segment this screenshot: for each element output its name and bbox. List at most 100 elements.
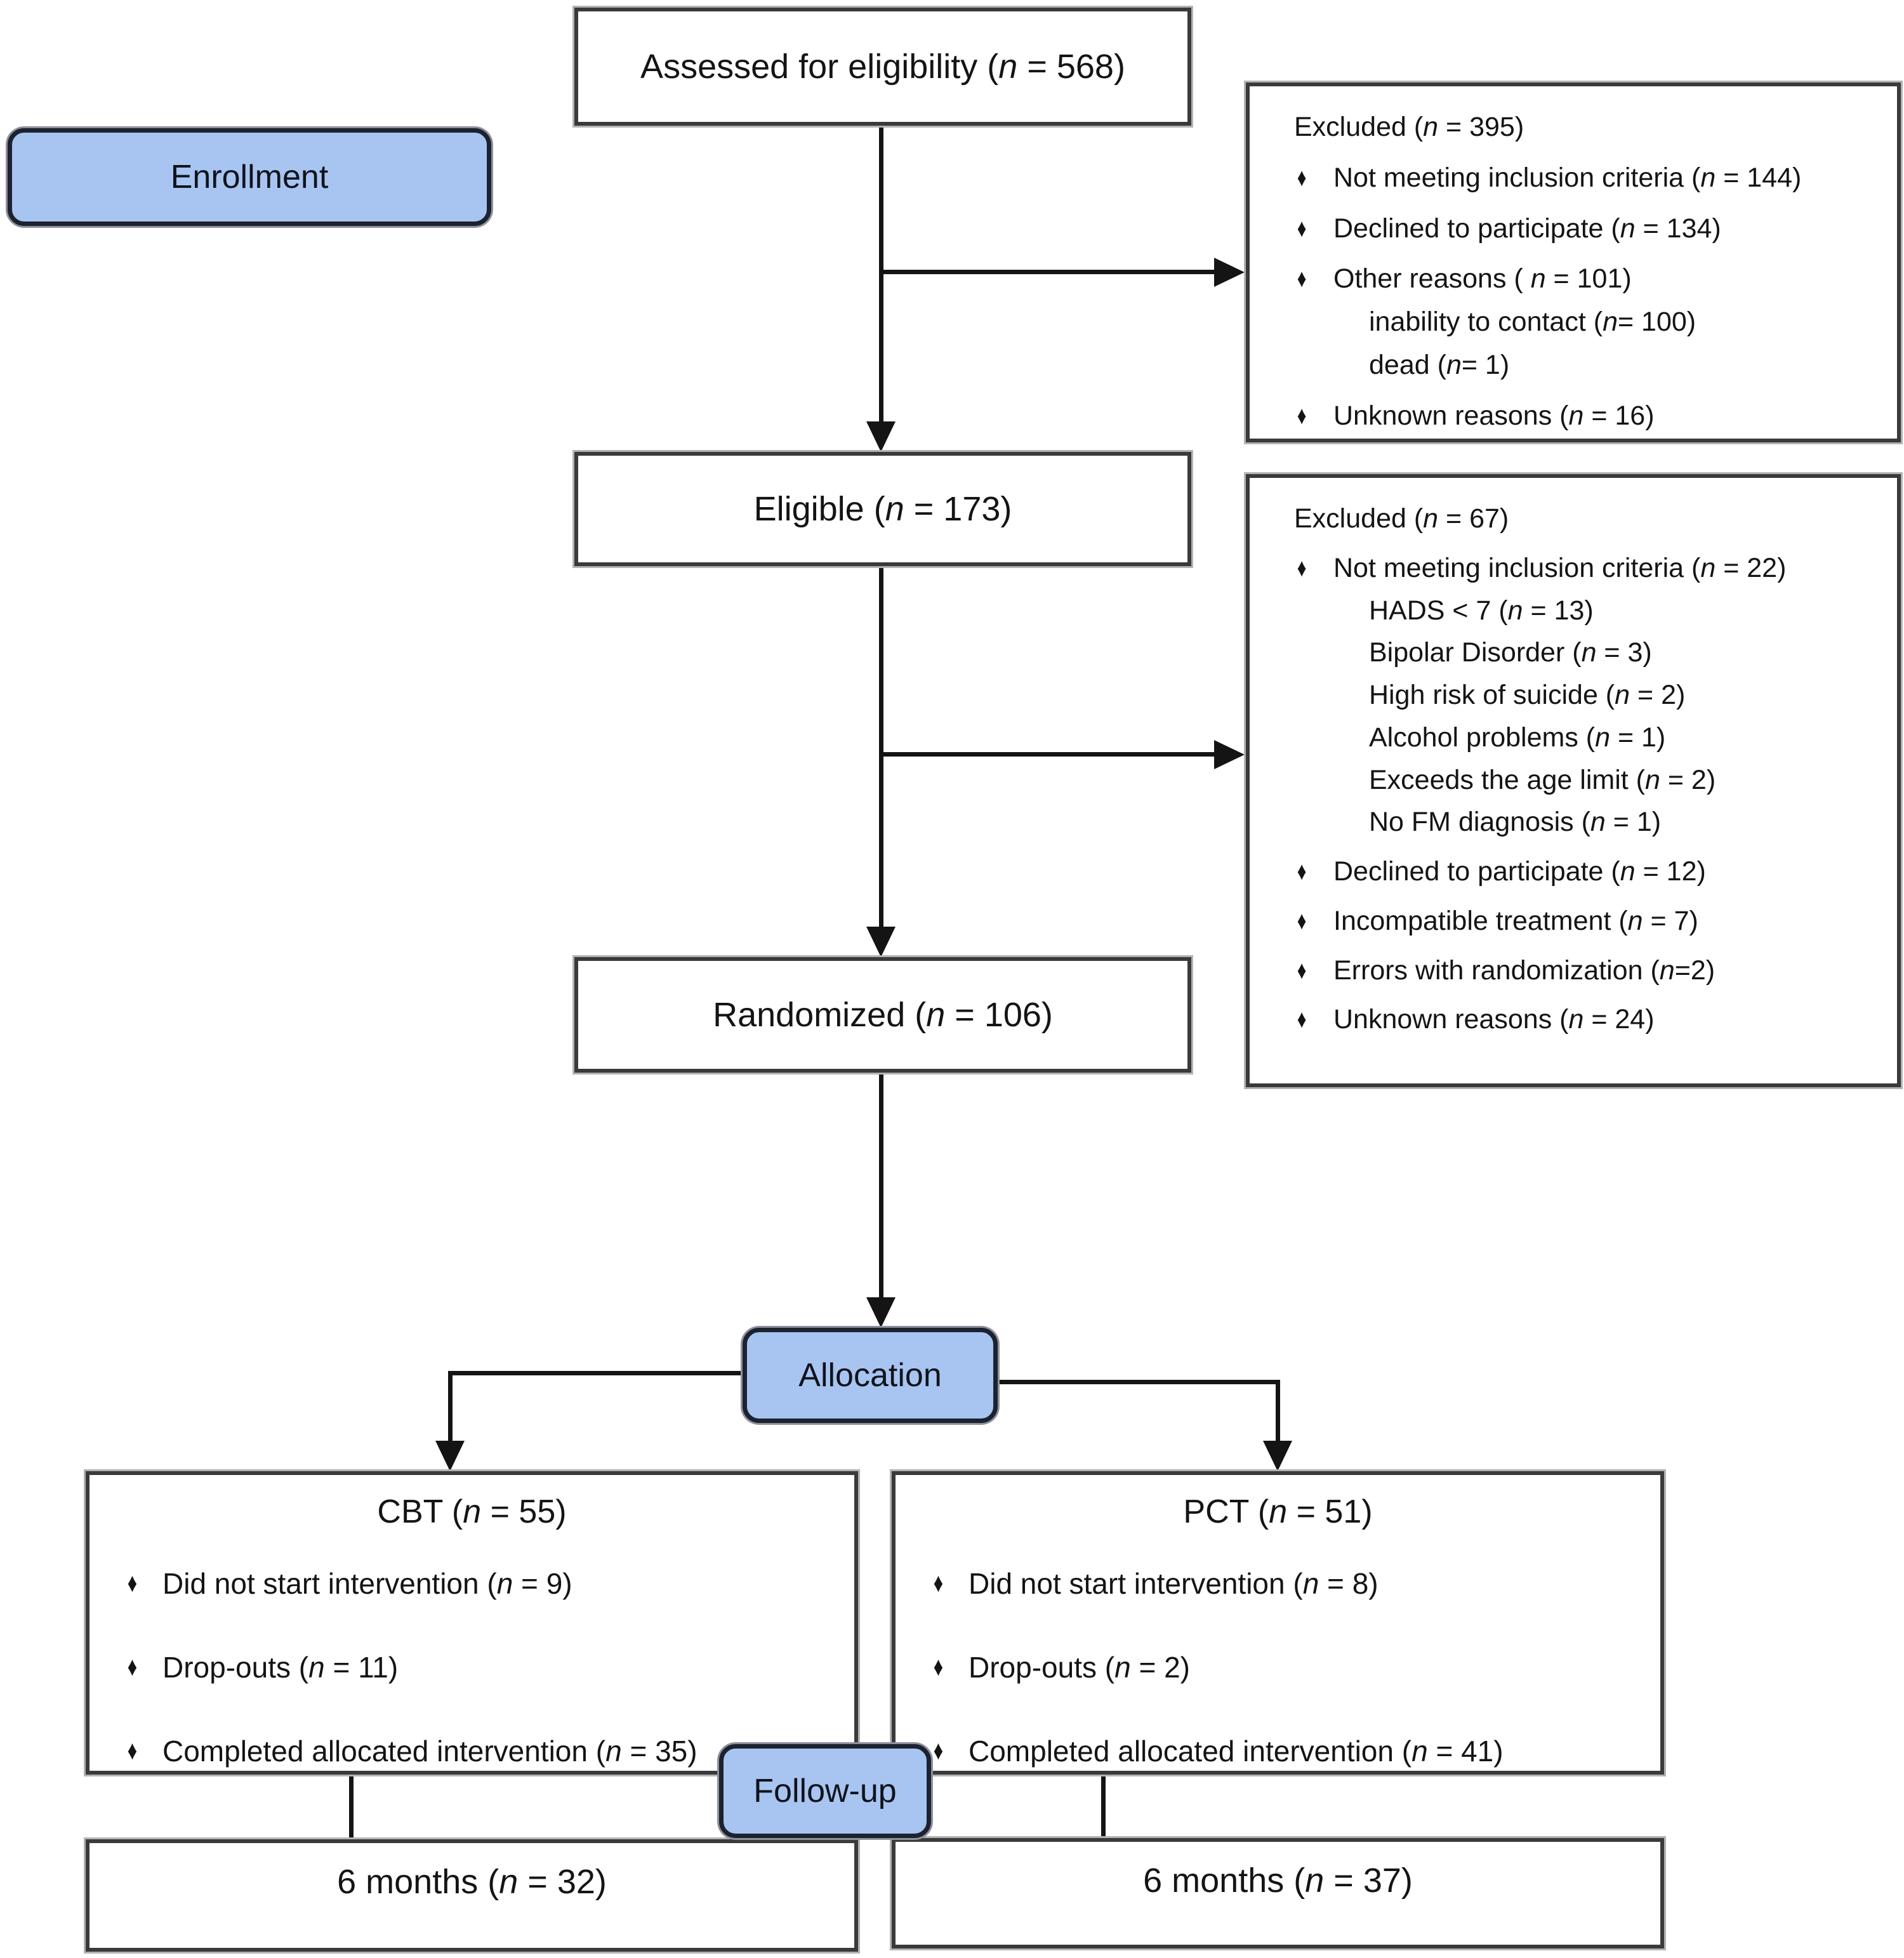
excluded-enrollment-box: Excluded (n = 395) ♦ Not meeting inclusi…	[1246, 83, 1901, 442]
flow-line-to-excluded-enrollment	[882, 270, 1215, 274]
arm-item: ♦ Completed allocated intervention (n = …	[896, 1734, 1660, 1768]
excluded-item-text: dead (n= 1)	[1369, 349, 1510, 380]
excluded-item-text: Unknown reasons (n = 16)	[1333, 400, 1655, 431]
eligible-box: Eligible (n = 173)	[574, 452, 1191, 566]
excluded-item-text: HADS < 7 (n = 13)	[1369, 595, 1594, 626]
excluded-subitem: inability to contact (n= 100)	[1369, 305, 1878, 340]
allocation-branch-left-horizontal	[448, 1371, 746, 1375]
excluded-item-text: Exceeds the age limit (n = 2)	[1369, 764, 1716, 795]
excluded-item: ♦ Not meeting inclusion criteria (n = 14…	[1294, 161, 1878, 195]
diamond-bullet-icon: ♦	[1297, 553, 1307, 582]
excluded-title: Excluded (n = 67)	[1294, 503, 1509, 534]
diamond-bullet-icon: ♦	[1297, 956, 1307, 984]
arm-item-text: Completed allocated intervention (n = 35…	[162, 1735, 697, 1768]
excluded-item: ♦ Incompatible treatment (n = 7)	[1294, 904, 1878, 939]
excluded-item-text: Declined to participate (n = 134)	[1333, 213, 1721, 244]
randomized-box: Randomized (n = 106)	[574, 957, 1191, 1073]
right-arrowhead-icon	[1214, 258, 1245, 287]
allocation-branch-right-horizontal	[994, 1380, 1279, 1384]
flow-line-assessed-to-eligible	[879, 124, 883, 423]
excluded-enrollment-content: Excluded (n = 395) ♦ Not meeting inclusi…	[1250, 86, 1897, 446]
down-arrowhead-icon	[866, 1297, 896, 1328]
down-arrowhead-icon	[1263, 1441, 1292, 1471]
excluded-item-text: No FM diagnosis (n = 1)	[1369, 807, 1662, 838]
down-arrowhead-icon	[866, 927, 896, 957]
flow-line-to-excluded-eligibility	[882, 752, 1215, 757]
flow-line-randomized-to-allocation	[879, 1071, 883, 1299]
phase-enrollment-label: Enrollment	[170, 159, 329, 195]
arm-item-text: Did not start intervention (n = 9)	[162, 1567, 572, 1600]
diamond-bullet-icon: ♦	[1297, 163, 1307, 192]
diamond-bullet-icon: ♦	[933, 1651, 944, 1681]
excluded-subitem: Exceeds the age limit (n = 2)	[1369, 764, 1878, 798]
arm-item-text: Drop-outs (n = 2)	[969, 1651, 1190, 1684]
arm-pct-box: PCT (n = 51) ♦ Did not start interventio…	[892, 1471, 1664, 1775]
assessed-box: Assessed for eligibility (n = 568)	[574, 8, 1191, 126]
diamond-bullet-icon: ♦	[1297, 906, 1307, 935]
arm-item: ♦ Completed allocated intervention (n = …	[89, 1734, 854, 1768]
phase-allocation-label: Allocation	[798, 1357, 942, 1394]
eligible-label: Eligible (n = 173)	[753, 490, 1012, 528]
excluded-item-text: Bipolar Disorder (n = 3)	[1369, 637, 1652, 668]
excluded-subitem: dead (n= 1)	[1369, 348, 1878, 383]
excluded-title: Excluded (n = 395)	[1294, 112, 1524, 142]
diamond-bullet-icon: ♦	[1297, 401, 1307, 430]
excluded-item-text: inability to contact (n= 100)	[1369, 307, 1696, 337]
excluded-item: ♦ Declined to participate (n = 134)	[1294, 212, 1878, 246]
diamond-bullet-icon: ♦	[933, 1568, 944, 1597]
excluded-item-text: Other reasons ( n = 101)	[1333, 263, 1632, 294]
followup-left-box: 6 months (n = 32)	[86, 1839, 858, 1952]
excluded-item-text: Declined to participate (n = 12)	[1333, 856, 1706, 887]
allocation-branch-right-vertical	[1276, 1380, 1280, 1442]
diamond-bullet-icon: ♦	[1297, 265, 1307, 293]
arm-item: ♦ Did not start intervention (n = 9)	[89, 1566, 854, 1601]
diamond-bullet-icon: ♦	[127, 1568, 138, 1597]
excluded-subitem: Alcohol problems (n = 1)	[1369, 721, 1878, 755]
diamond-bullet-icon: ♦	[1297, 214, 1307, 242]
excluded-subitem: High risk of suicide (n = 2)	[1369, 678, 1878, 713]
excluded-subitem: Bipolar Disorder (n = 3)	[1369, 636, 1878, 670]
arm-item: ♦ Drop-outs (n = 2)	[896, 1650, 1660, 1684]
arm-item-text: Completed allocated intervention (n = 41…	[969, 1735, 1504, 1768]
excluded-item: ♦ Declined to participate (n = 12)	[1294, 855, 1878, 889]
diamond-bullet-icon: ♦	[1297, 857, 1307, 885]
arm-item: ♦ Did not start intervention (n = 8)	[896, 1566, 1660, 1601]
phase-allocation-box: Allocation	[743, 1328, 998, 1423]
arm-cbt-box: CBT (n = 55) ♦ Did not start interventio…	[86, 1471, 858, 1775]
arm-cbt-title: CBT (n = 55)	[377, 1493, 567, 1530]
followup-left-label: 6 months (n = 32)	[337, 1863, 607, 1901]
followup-right-label: 6 months (n = 37)	[1143, 1862, 1413, 1900]
assessed-label: Assessed for eligibility (n = 568)	[640, 48, 1125, 86]
excluded-item: ♦ Unknown reasons (n = 16)	[1294, 399, 1878, 433]
excluded-item-text: Alcohol problems (n = 1)	[1369, 722, 1666, 753]
randomized-label: Randomized (n = 106)	[713, 996, 1053, 1034]
excluded-item-text: Errors with randomization (n=2)	[1333, 955, 1716, 986]
right-arrowhead-icon	[1214, 740, 1245, 769]
line-cbt-to-followup-left	[349, 1772, 354, 1842]
line-pct-to-followup-right	[1101, 1772, 1106, 1841]
arm-pct-title: PCT (n = 51)	[1183, 1493, 1373, 1530]
flow-line-eligible-to-randomized	[879, 565, 883, 929]
phase-followup-label: Follow-up	[753, 1773, 897, 1809]
diamond-bullet-icon: ♦	[127, 1651, 138, 1681]
excluded-item-text: Not meeting inclusion criteria (n = 144)	[1333, 162, 1802, 193]
arm-item-text: Did not start intervention (n = 8)	[969, 1567, 1378, 1600]
excluded-subitem: HADS < 7 (n = 13)	[1369, 594, 1878, 628]
arm-item-text: Drop-outs (n = 11)	[162, 1651, 399, 1684]
down-arrowhead-icon	[435, 1441, 465, 1471]
excluded-item: ♦ Unknown reasons (n = 24)	[1294, 1003, 1878, 1037]
excluded-item: ♦ Other reasons ( n = 101)	[1294, 262, 1878, 296]
excluded-item-text: Unknown reasons (n = 24)	[1333, 1004, 1655, 1035]
phase-followup-box: Follow-up	[719, 1744, 931, 1838]
excluded-item-text: Not meeting inclusion criteria (n = 22)	[1333, 552, 1787, 583]
excluded-item-text: Incompatible treatment (n = 7)	[1333, 905, 1698, 936]
followup-right-box: 6 months (n = 37)	[892, 1838, 1664, 1948]
excluded-eligibility-box: Excluded (n = 67) ♦ Not meeting inclusio…	[1246, 474, 1901, 1087]
excluded-eligibility-content: Excluded (n = 67) ♦ Not meeting inclusio…	[1250, 478, 1897, 1050]
phase-enrollment-box: Enrollment	[8, 128, 491, 226]
diamond-bullet-icon: ♦	[933, 1735, 944, 1765]
excluded-item-text: High risk of suicide (n = 2)	[1369, 680, 1686, 710]
allocation-branch-left-vertical	[448, 1371, 453, 1442]
excluded-item: ♦ Not meeting inclusion criteria (n = 22…	[1294, 552, 1878, 586]
